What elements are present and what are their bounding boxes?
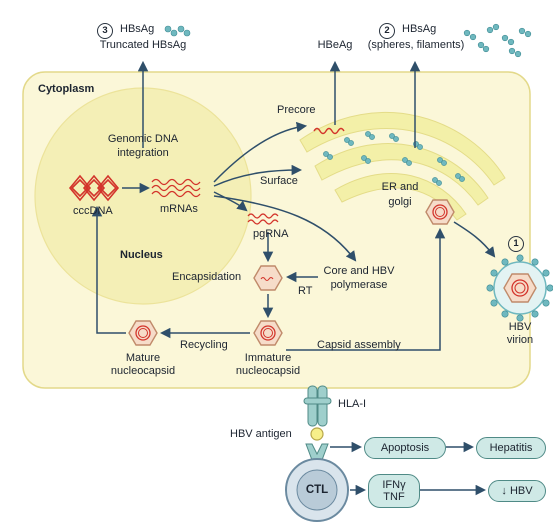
- tnf-label: TNF: [383, 491, 405, 503]
- ifng-label: IFNγ: [382, 479, 406, 491]
- virion-label: virion: [506, 334, 534, 346]
- hbv-antigen-label: HBV antigen: [230, 428, 292, 440]
- er-golgi-shape: [299, 111, 506, 221]
- hbeag-label: HBeAg: [317, 39, 353, 51]
- hepatitis-node: Hepatitis: [476, 437, 546, 459]
- genomic-integration-line1: Genomic DNA: [107, 133, 179, 145]
- virion-title: HBV: [508, 321, 532, 333]
- core-polymerase-line2: polymerase: [330, 279, 388, 291]
- cccdna-label: cccDNA: [73, 205, 113, 217]
- immature-nucleocapsid-shape: [253, 320, 283, 346]
- ctl-cell: [285, 458, 349, 522]
- core-polymerase-line1: Core and HBV: [323, 265, 395, 277]
- cccdna-shape: [68, 174, 120, 202]
- apoptosis-node: Apoptosis: [364, 437, 446, 459]
- surface-label: Surface: [260, 175, 298, 187]
- encapsidation-label: Encapsidation: [172, 271, 242, 283]
- precore-label: Precore: [277, 104, 316, 116]
- hbsag-spheres-label: (spheres, filaments): [367, 39, 465, 51]
- marker-3: 3: [97, 23, 113, 39]
- hla-i-receptor: [303, 385, 332, 427]
- reduced-hbv-label: ↓ HBV: [501, 485, 533, 497]
- tcr-receptor: [305, 443, 329, 461]
- arrow-pgrna: [213, 191, 248, 212]
- encapsidation-capsid: [253, 265, 283, 291]
- cytokines-node: IFNγ TNF: [368, 474, 420, 508]
- genomic-integration-line2: integration: [117, 147, 169, 159]
- hepatitis-label: Hepatitis: [489, 442, 533, 454]
- capsid-assembly-label: Capsid assembly: [317, 339, 401, 351]
- hla-i-label: HLA-I: [338, 398, 367, 410]
- pgrna-label: pgRNA: [253, 228, 289, 240]
- nucleus-label: Nucleus: [120, 249, 163, 261]
- marker-2: 2: [379, 23, 395, 39]
- truncated-hbsag-label: Truncated HBsAg: [99, 39, 187, 51]
- cytoplasm-label: Cytoplasm: [38, 83, 95, 95]
- arrow-precore: [213, 121, 308, 183]
- mrna-shapes: [151, 178, 201, 198]
- er-golgi-label: ER and golgi: [381, 181, 419, 208]
- hbv-virion-shape: [486, 254, 553, 322]
- ctl-label: CTL: [305, 484, 329, 496]
- recycling-label: Recycling: [180, 339, 228, 351]
- arrow-capsid-assembly: [286, 227, 446, 351]
- marker-1: 1: [508, 236, 524, 252]
- mature-nucleocapsid-line2: nucleocapsid: [110, 365, 176, 377]
- pgrna-shapes: [247, 213, 279, 225]
- rt-label: RT: [298, 285, 313, 297]
- precore-rna: [313, 127, 345, 135]
- hbsag-title: HBsAg: [402, 23, 437, 35]
- mature-nucleocapsid-line1: Mature: [125, 352, 161, 364]
- hbv-antigen-shape: [310, 427, 324, 441]
- apoptosis-label: Apoptosis: [380, 442, 430, 454]
- truncated-hbsag-particles: [164, 25, 191, 37]
- immature-nucleocapsid-line1: Immature: [244, 352, 292, 364]
- arrow-er-virion: [453, 221, 496, 258]
- arrow-surface: [213, 164, 303, 187]
- immature-nucleocapsid-line2: nucleocapsid: [235, 365, 301, 377]
- reduced-hbv-node: ↓ HBV: [488, 480, 546, 502]
- arrow-core-polymerase: [213, 195, 357, 262]
- truncated-hbsag-title: HBsAg: [120, 23, 155, 35]
- arrow-mature-to-cccdna: [91, 205, 126, 334]
- hbsag-particles: [463, 23, 532, 58]
- mrnas-label: mRNAs: [160, 203, 198, 215]
- mature-nucleocapsid-shape: [128, 320, 158, 346]
- er-nucleocapsid-shape: [425, 199, 455, 225]
